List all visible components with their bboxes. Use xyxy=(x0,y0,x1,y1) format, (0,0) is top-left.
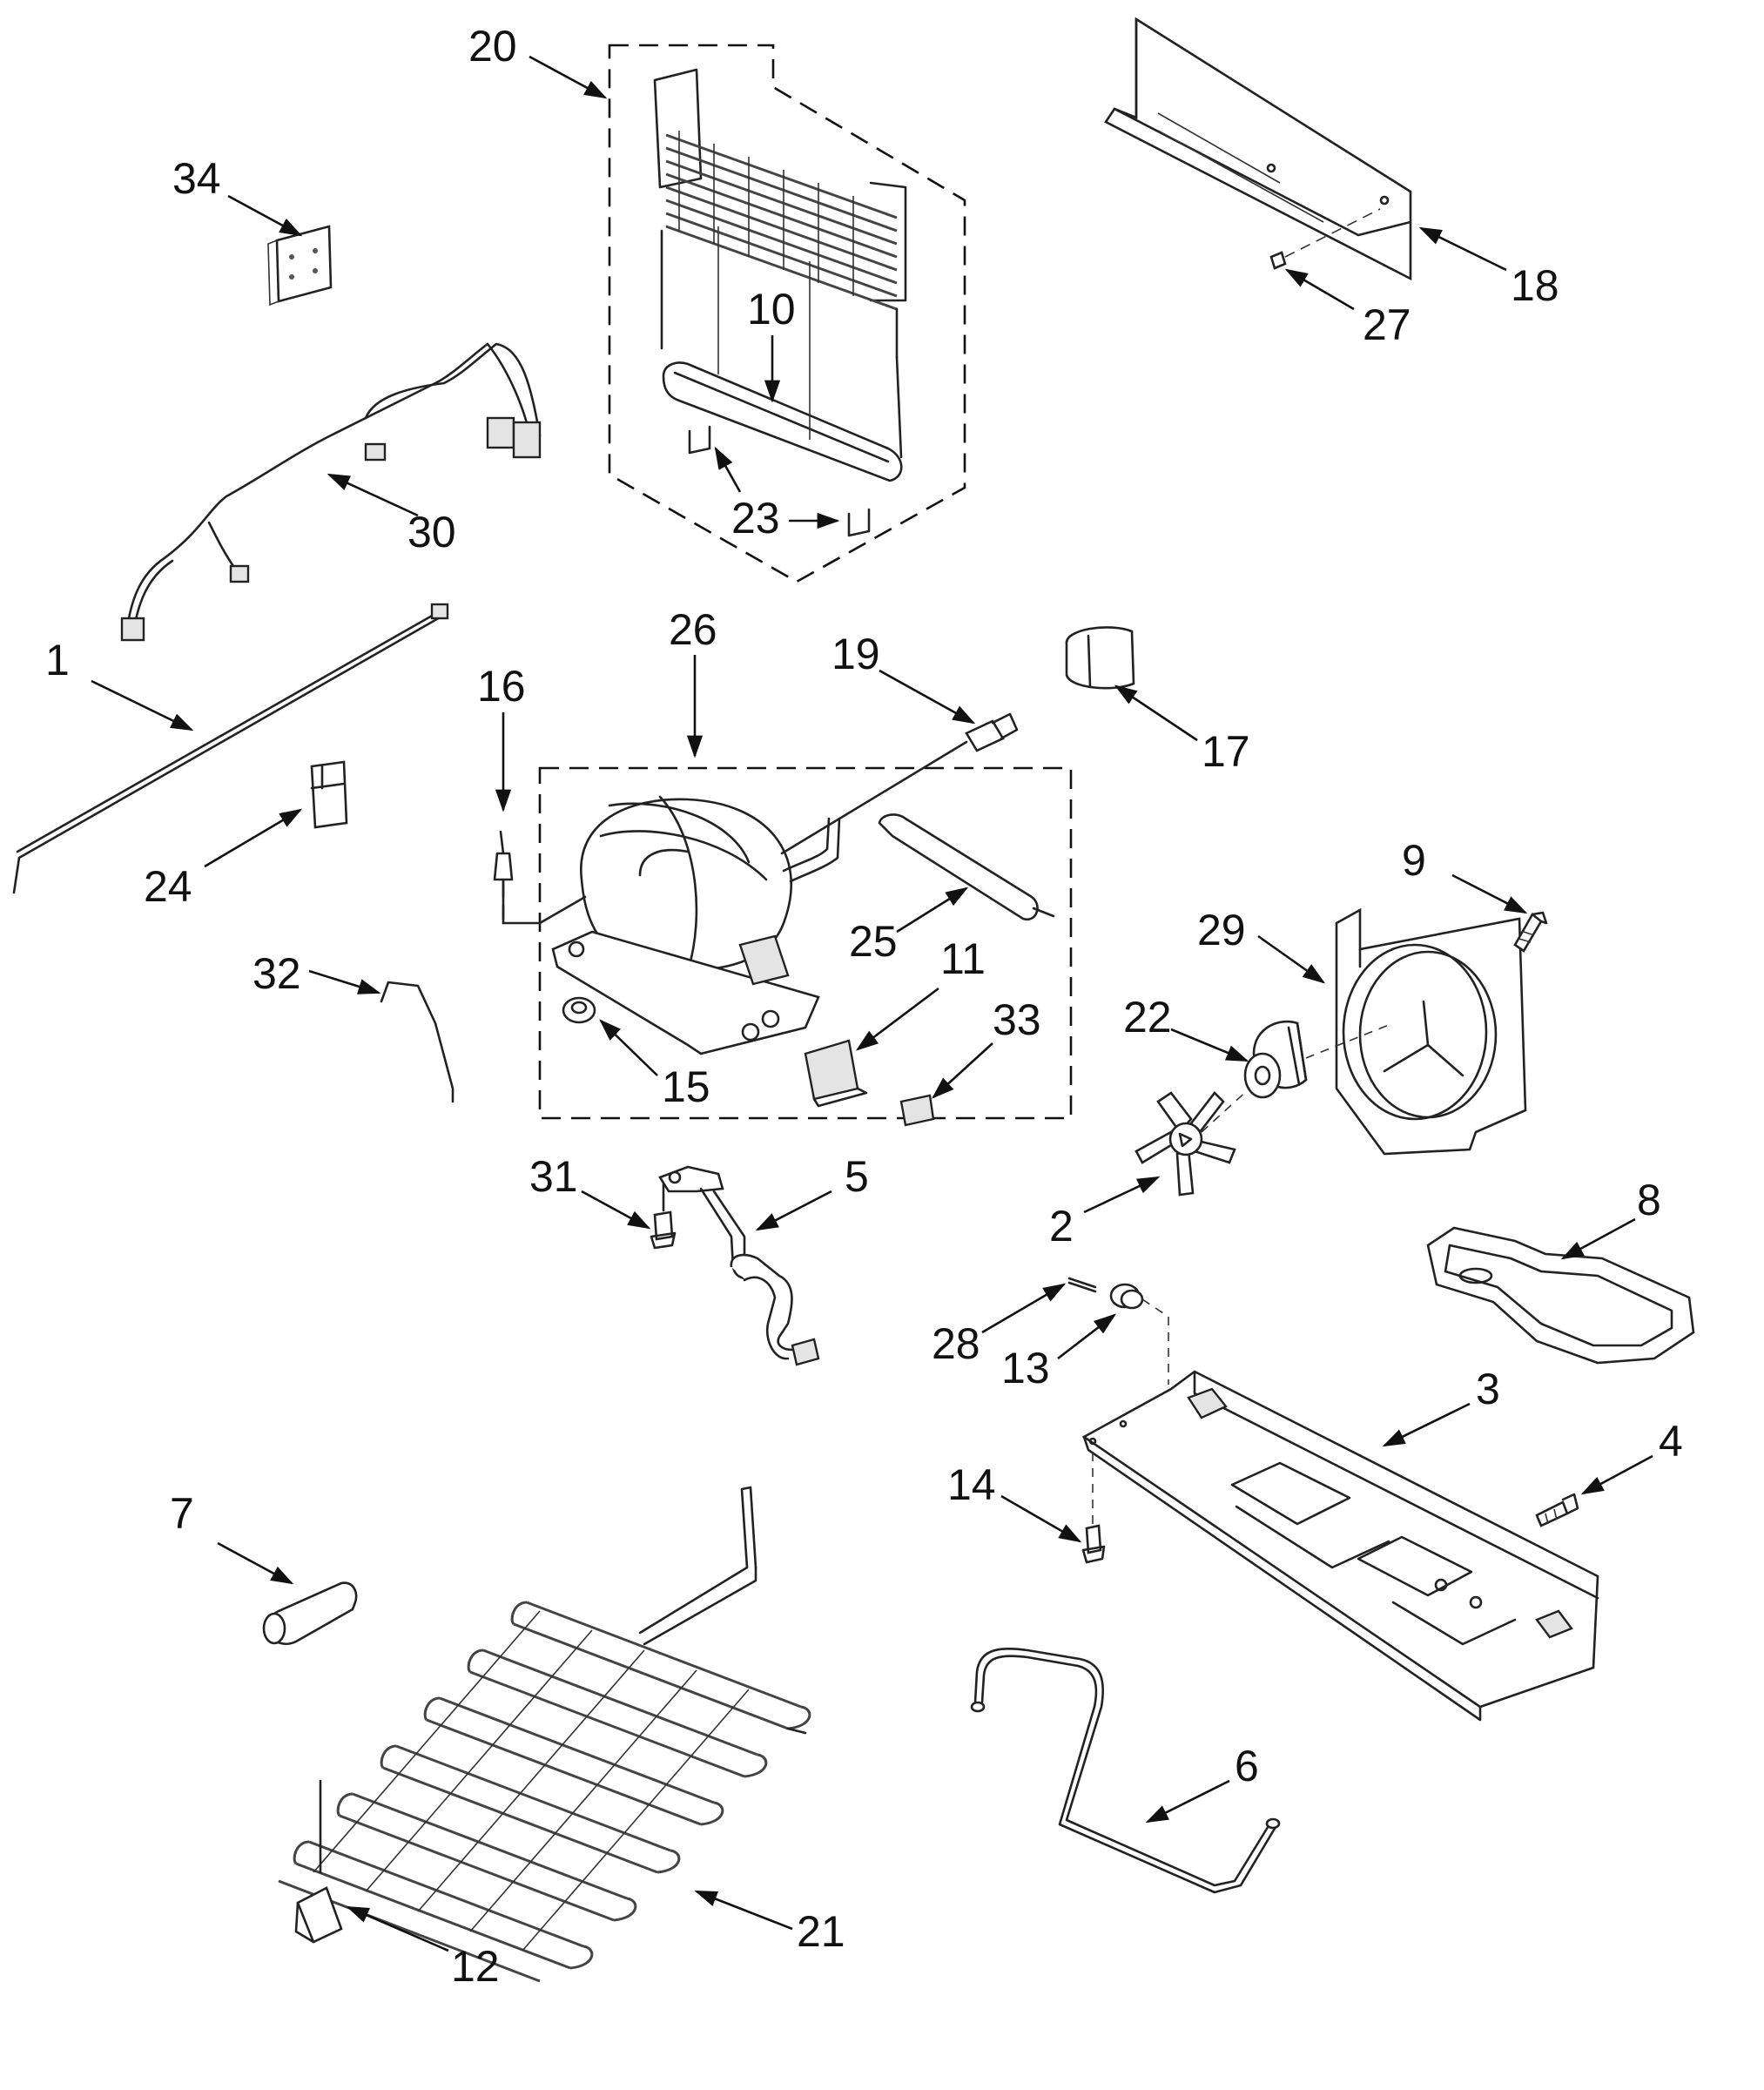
label-29: 29 xyxy=(1197,906,1246,954)
label-34: 34 xyxy=(172,154,221,203)
leader-24 xyxy=(204,808,303,868)
label-11: 11 xyxy=(940,934,986,983)
part-13-grommet[interactable] xyxy=(1109,1283,1169,1385)
leader-5 xyxy=(755,1190,832,1231)
part-2-fan-blade[interactable] xyxy=(1134,1088,1250,1197)
part-7-insulation[interactable] xyxy=(262,1581,358,1646)
label-21: 21 xyxy=(797,1907,845,1956)
leader-2 xyxy=(1083,1176,1161,1214)
leader-25 xyxy=(896,887,969,934)
leader-27 xyxy=(1284,268,1355,311)
leader-13 xyxy=(1057,1313,1117,1360)
part-14-screw[interactable] xyxy=(1081,1454,1106,1564)
part-1-wire[interactable] xyxy=(12,603,449,894)
label-14: 14 xyxy=(947,1460,996,1509)
leader-12 xyxy=(346,1905,449,1952)
label-8: 8 xyxy=(1637,1176,1661,1224)
leader-20 xyxy=(529,55,608,99)
label-7: 7 xyxy=(170,1489,194,1538)
leader-9 xyxy=(1451,873,1528,914)
leader-14 xyxy=(1000,1494,1082,1543)
part-20-condenser-assembly[interactable] xyxy=(608,44,966,583)
part-26-compressor-assembly[interactable] xyxy=(493,740,1073,1127)
part-19-valve[interactable] xyxy=(965,712,1019,752)
part-29-fan-shroud[interactable] xyxy=(1335,907,1527,1156)
part-31-screw[interactable] xyxy=(650,1183,677,1250)
label-5: 5 xyxy=(845,1152,869,1201)
leader-34 xyxy=(227,194,303,237)
label-24: 24 xyxy=(144,862,192,911)
part-5-drain-tube[interactable] xyxy=(658,1165,820,1366)
leader-3 xyxy=(1382,1402,1471,1447)
part-3-base-plate[interactable] xyxy=(1081,1370,1599,1722)
label-10: 10 xyxy=(747,285,796,334)
label-2: 2 xyxy=(1049,1202,1074,1251)
label-19: 19 xyxy=(832,630,880,678)
label-3: 3 xyxy=(1476,1365,1500,1413)
label-25: 25 xyxy=(849,917,898,966)
label-28: 28 xyxy=(932,1319,980,1368)
leader-18 xyxy=(1418,226,1507,272)
leader-4 xyxy=(1580,1454,1653,1495)
leader-1 xyxy=(91,679,194,732)
leader-30 xyxy=(327,473,419,517)
leader-22 xyxy=(1170,1028,1249,1062)
part-4-screw[interactable] xyxy=(1535,1493,1579,1527)
part-8-drain-pan[interactable] xyxy=(1426,1226,1695,1365)
part-21-evaporator[interactable] xyxy=(278,1486,811,1983)
label-16: 16 xyxy=(477,662,526,711)
label-30: 30 xyxy=(407,508,456,556)
label-27: 27 xyxy=(1363,300,1411,349)
label-31: 31 xyxy=(529,1152,578,1201)
part-28-pin[interactable] xyxy=(1067,1277,1097,1293)
part-34-pad[interactable] xyxy=(267,225,333,307)
leader-21 xyxy=(694,1890,793,1931)
label-18: 18 xyxy=(1511,261,1559,310)
leader-19 xyxy=(879,669,976,725)
label-26: 26 xyxy=(669,605,717,654)
label-23: 23 xyxy=(731,494,780,543)
part-12-bracket[interactable] xyxy=(294,1886,343,1944)
leader-28 xyxy=(981,1283,1067,1334)
label-32: 32 xyxy=(252,949,301,998)
leader-23a xyxy=(714,446,742,493)
part-22-fan-motor[interactable] xyxy=(1243,1020,1394,1099)
label-9: 9 xyxy=(1402,836,1426,885)
leader-32 xyxy=(308,969,381,994)
label-20: 20 xyxy=(468,22,517,71)
leader-6 xyxy=(1145,1779,1230,1824)
label-15: 15 xyxy=(662,1062,710,1111)
leader-31 xyxy=(581,1190,651,1230)
leader-11 xyxy=(855,987,939,1051)
leader-29 xyxy=(1257,934,1326,984)
part-27-screw[interactable] xyxy=(1269,208,1381,270)
part-17-clamp[interactable] xyxy=(1065,626,1135,690)
leader-8 xyxy=(1560,1217,1636,1260)
part-18-cover[interactable] xyxy=(1104,17,1412,281)
label-1: 1 xyxy=(45,636,70,684)
part-24-clip[interactable] xyxy=(310,760,348,829)
part-9-screw[interactable] xyxy=(1513,911,1548,953)
label-22: 22 xyxy=(1123,993,1172,1042)
leader-33 xyxy=(932,1042,993,1099)
label-33: 33 xyxy=(993,995,1041,1044)
leader-7 xyxy=(217,1541,294,1585)
part-6-tube[interactable] xyxy=(970,1647,1281,1894)
label-12: 12 xyxy=(451,1942,500,1991)
leader-17 xyxy=(1114,684,1198,742)
part-32-spring[interactable] xyxy=(380,981,454,1103)
label-4: 4 xyxy=(1659,1417,1683,1466)
label-17: 17 xyxy=(1202,727,1250,776)
label-13: 13 xyxy=(1001,1344,1050,1392)
part-30-wire-harness[interactable] xyxy=(120,342,542,642)
leader-15 xyxy=(599,1019,658,1076)
label-6: 6 xyxy=(1235,1742,1259,1790)
